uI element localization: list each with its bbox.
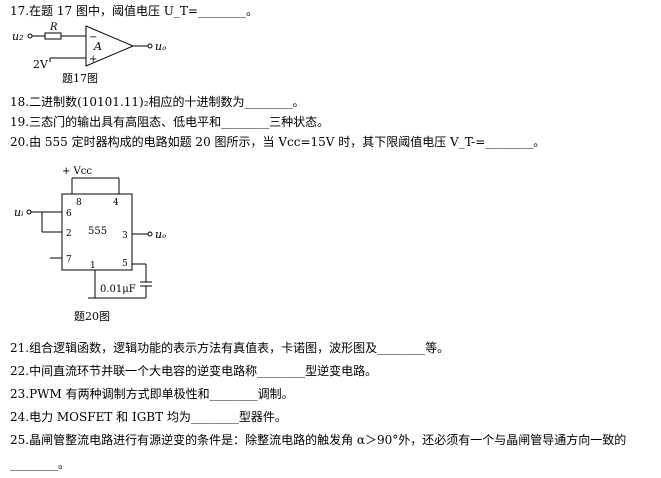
fig17-input-label: u₂: [12, 30, 24, 43]
fig20-pin-8: 8: [76, 198, 82, 208]
question-21: 21.组合逻辑函数，逻辑功能的表示方法有真值表，卡诺图，波形图及________…: [10, 341, 450, 355]
fig20-pin-7: 7: [66, 255, 72, 265]
question-18: 18.二进制数(10101.11)₂相应的十进制数为________。: [10, 95, 305, 109]
fig20-pin-6: 6: [66, 209, 72, 219]
fig20-pin-5: 5: [122, 259, 128, 269]
fig17-amp-label: A: [93, 40, 102, 53]
question-19: 19.三态门的输出具有高阻态、低电平和________三种状态。: [10, 115, 330, 129]
question-25-line-1: 25.晶闸管整流电路进行有源逆变的条件是：除整流电路的触发角 α＞90°外，还必…: [10, 433, 627, 447]
fig20-pin-4: 4: [113, 198, 119, 208]
fig20-circuit: [26, 177, 153, 299]
fig20-capacitor-label: 0.01μF: [100, 284, 136, 295]
fig17-resistor-label: R: [49, 22, 58, 33]
question-24: 24.电力 MOSFET 和 IGBT 均为________型器件。: [10, 410, 287, 424]
fig17-ref-label: 2V: [33, 58, 49, 71]
question-23: 23.PWM 有两种调制方式即单极性和________调制。: [10, 387, 294, 401]
question-17: 17.在题 17 图中，阈值电压 U_T=________。: [10, 4, 258, 18]
fig20-input-label: uᵢ: [14, 206, 23, 219]
fig20-output-label: uₒ: [155, 228, 166, 241]
question-25-line-2: ________。: [10, 457, 71, 471]
fig20-pin-3: 3: [122, 231, 128, 241]
fig20-pin-1: 1: [90, 261, 96, 271]
fig17-caption: 题17图: [62, 72, 98, 85]
fig17-minus-sign: −: [89, 32, 97, 43]
fig20-pin-2: 2: [66, 229, 72, 239]
fig17-circuit: [27, 25, 153, 67]
fig20-caption: 题20图: [74, 310, 110, 323]
fig17-plus-sign: +: [89, 54, 97, 65]
fig20-vcc-label: + Vcc: [62, 166, 92, 177]
fig20-chip-label: 555: [88, 226, 107, 237]
fig17-output-label: uₒ: [155, 40, 166, 53]
question-20: 20.由 555 定时器构成的电路如题 20 图所示，当 Vcc=15V 时，其…: [10, 135, 546, 149]
question-22: 22.中间直流环节并联一个大电容的逆变电路称________型逆变电路。: [10, 364, 378, 378]
